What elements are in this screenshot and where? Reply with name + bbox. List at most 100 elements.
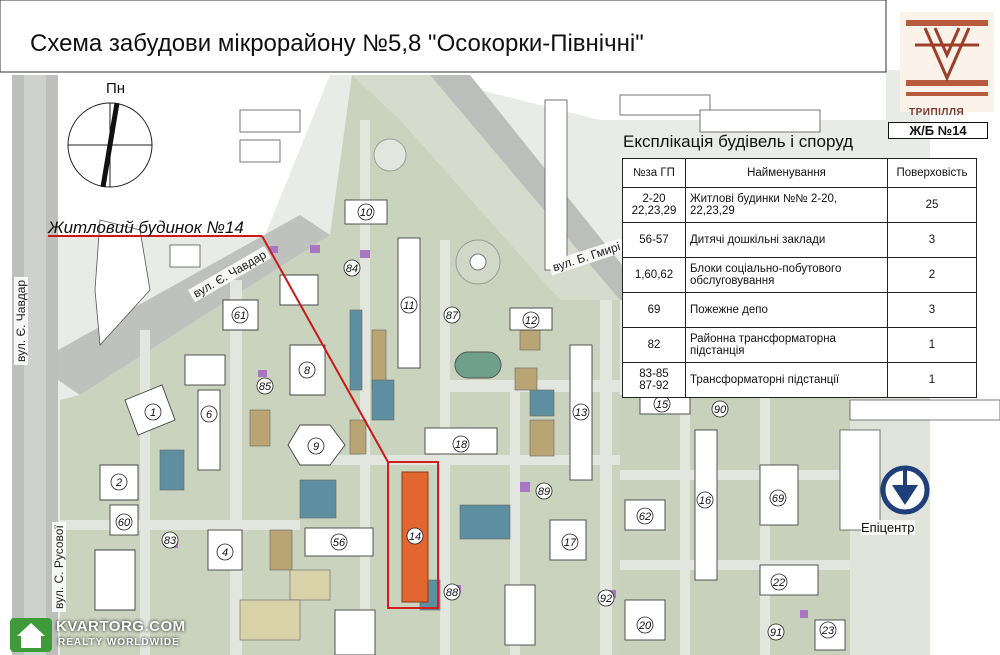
legend-cell-floors: 25 (887, 187, 977, 223)
building-number-22: 22 (772, 577, 785, 589)
legend-header: Найменування (685, 158, 888, 188)
north-label: Пн (106, 80, 126, 97)
building-label-marker (597, 589, 615, 607)
callout-building-14: Житловий будинок №14 (48, 218, 244, 237)
legend-cell-name: Пожежне депо (685, 292, 888, 328)
building-label-marker (561, 533, 579, 551)
street-label-chavdar-west: вул. Є. Чавдар (14, 276, 28, 365)
building-number-91: 91 (770, 627, 782, 639)
building-number-61: 61 (234, 310, 246, 322)
building-label-marker (357, 203, 375, 221)
building-label-marker (298, 361, 316, 379)
building-number-69: 69 (772, 493, 784, 505)
legend-cell-floors: 2 (887, 257, 977, 293)
logo-label: ТРИПІЛЛЯ (909, 107, 965, 118)
logo-code: Ж/Б №14 (888, 122, 988, 139)
building-number-88: 88 (446, 587, 459, 599)
building-number-12: 12 (525, 315, 537, 327)
building-label-marker (144, 403, 162, 421)
building-number-60: 60 (118, 517, 131, 529)
building-label-marker (110, 473, 128, 491)
building-label-marker (231, 306, 249, 324)
legend-cell-name: Блоки соціально-побутового обслуговуванн… (685, 257, 888, 293)
legend-cell-floors: 1 (887, 327, 977, 363)
building-label-marker (636, 507, 654, 525)
epicenter-label: Епіцентр (861, 520, 915, 535)
building-label-marker (443, 306, 461, 324)
building-number-13: 13 (575, 407, 588, 419)
legend-title: Експлікація будівель і споруд (623, 132, 854, 151)
building-label-marker (452, 435, 470, 453)
watermark-house-icon (10, 618, 52, 652)
legend-header: Поверховість (887, 158, 977, 188)
legend-cell-floors: 3 (887, 292, 977, 328)
building-label-marker (400, 296, 418, 314)
building-label-marker (115, 513, 133, 531)
building-number-92: 92 (600, 593, 612, 605)
building-number-10: 10 (360, 207, 373, 219)
watermark-line-1: KVARTORG.COM (56, 618, 186, 635)
building-label-marker (307, 437, 325, 455)
legend-cell-num: 2-20 22,23,29 (622, 187, 686, 223)
building-number-89: 89 (538, 486, 550, 498)
building-label-marker (200, 405, 218, 423)
page-title: Схема забудови мікрорайону №5,8 "Осокорк… (30, 30, 644, 57)
building-label-marker (711, 400, 729, 418)
building-label-marker (443, 583, 461, 601)
legend-cell-num: 83-85 87-92 (622, 362, 686, 398)
legend-cell-num: 56-57 (622, 222, 686, 258)
building-number-1: 1 (150, 407, 156, 419)
building-number-90: 90 (714, 404, 727, 416)
building-label-marker (216, 543, 234, 561)
building-label-marker (522, 311, 540, 329)
building-label-marker (767, 623, 785, 641)
legend-cell-floors: 1 (887, 362, 977, 398)
building-label-marker (636, 616, 654, 634)
building-label-marker (535, 482, 553, 500)
building-number-8: 8 (304, 365, 311, 377)
building-number-83: 83 (164, 535, 177, 547)
building-number-15: 15 (656, 399, 669, 411)
building-label-marker (256, 377, 274, 395)
legend-cell-name: Дитячі дошкільні заклади (685, 222, 888, 258)
legend-cell-num: 1,60,62 (622, 257, 686, 293)
building-label-marker (161, 531, 179, 549)
legend-cell-floors: 3 (887, 222, 977, 258)
building-number-56: 56 (333, 537, 346, 549)
building-label-marker (343, 259, 361, 277)
building-label-marker (330, 533, 348, 551)
legend-cell-num: 69 (622, 292, 686, 328)
building-number-87: 87 (446, 310, 459, 322)
building-number-9: 9 (313, 441, 319, 453)
legend-table: №за ГП Найменування Поверховість 2-20 22… (622, 158, 977, 398)
building-number-18: 18 (455, 439, 468, 451)
building-number-84: 84 (346, 263, 358, 275)
building-number-23: 23 (821, 625, 835, 637)
building-number-11: 11 (403, 300, 414, 312)
building-label-marker (769, 489, 787, 507)
legend-cell-name: Трансформаторні підстанції (685, 362, 888, 398)
building-number-20: 20 (638, 620, 652, 632)
street-label-rusova: вул. С. Русової (52, 522, 66, 612)
building-number-6: 6 (206, 409, 213, 421)
building-number-85: 85 (259, 381, 272, 393)
building-label-marker (770, 573, 788, 591)
building-label-marker (696, 491, 714, 509)
legend-cell-name: Житлові будинки №№ 2-20, 22,23,29 (685, 187, 888, 223)
building-label-marker (572, 403, 590, 421)
building-number-16: 16 (699, 495, 712, 507)
building-label-marker (406, 527, 424, 545)
legend-cell-num: 82 (622, 327, 686, 363)
building-number-2: 2 (115, 477, 122, 489)
building-number-17: 17 (564, 537, 577, 549)
watermark-line-2: REALTY WORLDWIDE (58, 637, 180, 648)
building-number-62: 62 (639, 511, 651, 523)
building-number-14: 14 (409, 531, 421, 543)
legend-cell-name: Районна трансформаторна підстанція (685, 327, 888, 363)
